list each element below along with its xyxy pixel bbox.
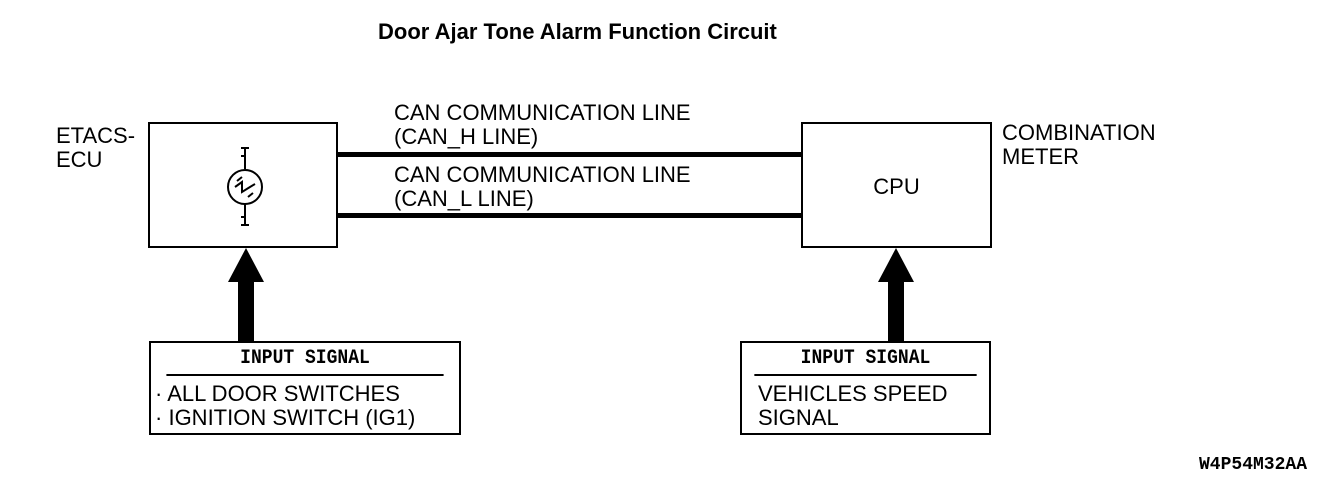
can-l-line [338,213,803,218]
input-signal-line2: SIGNAL [758,405,839,430]
input-signal-item-label: IGNITION SWITCH (IG1) [168,405,416,430]
can-h-line [338,152,803,157]
bullet: · [155,405,163,430]
combination-meter-label-line1: COMBINATION [1002,120,1156,145]
etacs-label-line2: ECU [56,147,103,172]
input-signal-list-left: · ALL DOOR SWITCHES · IGNITION SWITCH (I… [151,376,459,430]
can-h-label-line1: CAN COMMUNICATION LINE [394,100,691,125]
can-l-label-line1: CAN COMMUNICATION LINE [394,162,691,187]
etacs-ecu-box [148,122,338,248]
input-signal-line1: VEHICLES SPEED [758,381,948,406]
input-signal-header-right: INPUT SIGNAL [754,343,977,376]
input-arrow-right [878,248,914,342]
input-signal-item: · ALL DOOR SWITCHES [155,382,459,406]
combination-meter-box: CPU [801,122,992,248]
input-signal-header-left: INPUT SIGNAL [166,343,444,376]
combination-meter-label: COMBINATION METER [1002,121,1156,169]
can-h-label-line2: (CAN_H LINE) [394,124,539,149]
figure-code: W4P54M32AA [1199,455,1308,475]
bullet: · [155,381,163,406]
cpu-label: CPU [873,174,920,199]
can-l-label: CAN COMMUNICATION LINE (CAN_L LINE) [394,163,691,211]
input-signal-box-left: INPUT SIGNAL · ALL DOOR SWITCHES · IGNIT… [149,341,461,435]
diagram-title: Door Ajar Tone Alarm Function Circuit [378,19,777,44]
input-signal-item: · IGNITION SWITCH (IG1) [155,406,459,430]
input-arrow-left [228,248,264,342]
can-l-label-line2: (CAN_L LINE) [394,186,534,211]
can-transceiver-icon [227,147,263,226]
combination-meter-label-line2: METER [1002,144,1079,169]
etacs-ecu-label: ETACS- ECU [56,124,135,172]
can-h-label: CAN COMMUNICATION LINE (CAN_H LINE) [394,101,691,149]
etacs-label-line1: ETACS- [56,123,136,148]
input-signal-item-label: ALL DOOR SWITCHES [167,381,400,406]
input-signal-box-right: INPUT SIGNAL VEHICLES SPEED SIGNAL [740,341,991,435]
input-signal-text-right: VEHICLES SPEED SIGNAL [742,376,989,430]
